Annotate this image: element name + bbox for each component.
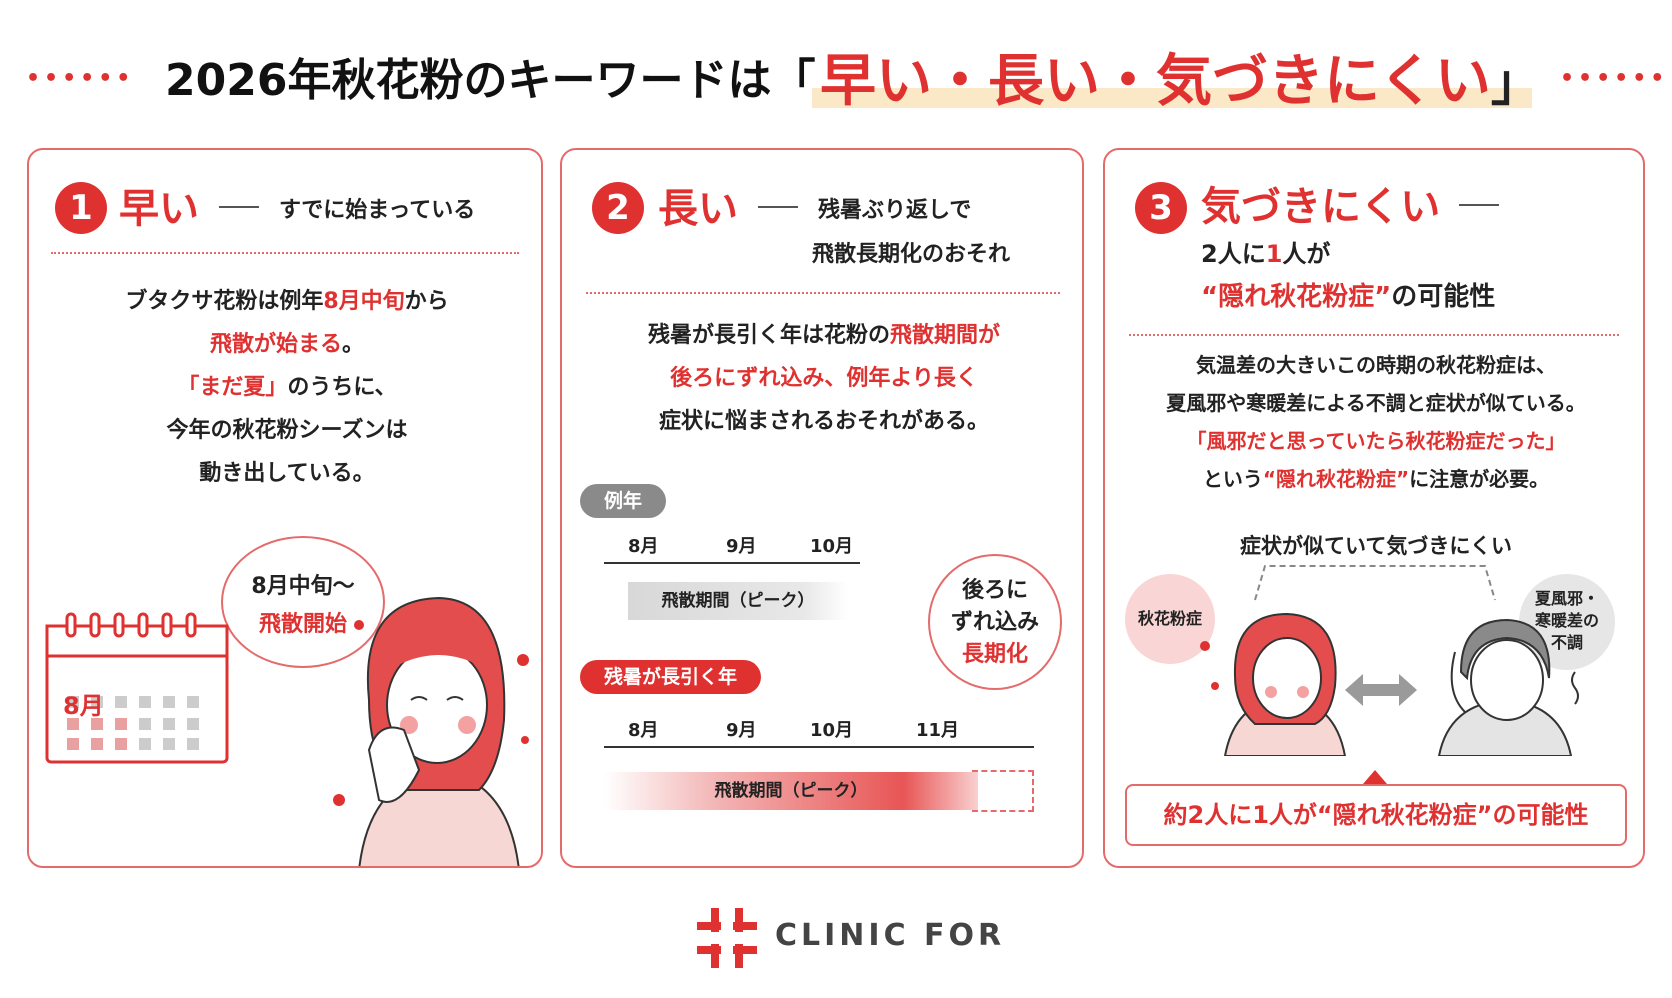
body-line: 「まだ夏」のうちに、: [177, 375, 397, 400]
title-keywords: 早い・長い・気づきにくい」: [820, 49, 1541, 114]
label-long-summer: 残暑が長引く年: [580, 660, 762, 694]
card-subtitle: “隠れ秋花粉症”の可能性: [1201, 282, 1496, 312]
title-dash: [1459, 204, 1499, 206]
bubble-line: 後ろに: [961, 578, 1028, 603]
circle-autumn-pollen: 秋花粉症: [1125, 574, 1215, 664]
body-line: ブタクサ花粉は例年8月中旬から: [125, 289, 449, 314]
tick-label: 10月: [810, 536, 854, 557]
circle-line: 不調: [1550, 633, 1583, 652]
card-hard-to-notice: 3 気づきにくい 2人に1人が “隠れ秋花粉症”の可能性 気温差の大きいこの時期…: [1103, 148, 1645, 868]
speech-bubble: 後ろに ずれ込み 長期化: [928, 554, 1062, 690]
card-body: ブタクサ花粉は例年8月中旬から 飛散が始まる。 「まだ夏」のうちに、 今年の秋花…: [29, 280, 541, 495]
calendar-month: 8月: [63, 692, 104, 720]
body-line: 残暑が長引く年は花粉の飛散期間が: [647, 323, 1001, 348]
card-body: 残暑が長引く年は花粉の飛散期間が 後ろにずれ込み、例年より長く 症状に悩まされる…: [562, 314, 1082, 443]
bubble-line: 長期化: [961, 642, 1028, 667]
bubble-line: 飛散開始: [258, 612, 347, 637]
body-line: 今年の秋花粉シーズンは: [166, 418, 408, 443]
tick-label: 11月: [916, 720, 960, 741]
extension-box: [972, 770, 1034, 812]
title-highlight: [812, 88, 1532, 108]
card-body: 気温差の大きいこの時期の秋花粉症は、 夏風邪や寒暖差による不調と症状が似ている。…: [1105, 346, 1643, 498]
card-title: 気づきにくい: [1201, 184, 1441, 230]
card-title: 早い: [119, 186, 199, 232]
right-dots-decoration: ••••••: [1560, 66, 1669, 91]
tick-label: 10月: [810, 720, 854, 741]
bubble-line: ずれ込み: [950, 610, 1039, 635]
card-subtitle: すでに始まっている: [279, 198, 476, 223]
tick-label: 9月: [726, 536, 757, 557]
card-subtitle: 飛散長期化のおそれ: [812, 242, 1011, 267]
card-number: 1: [55, 182, 107, 234]
speech-bubble: 8月中旬～ 飛散開始: [221, 536, 385, 668]
tick-label: 8月: [628, 720, 659, 741]
sneezing-woman-illustration: [333, 596, 529, 866]
woman-sneezing-illustration: [1200, 612, 1347, 756]
body-line: 症状に悩まされるおそれがある。: [658, 409, 989, 434]
callout-pointer: [1363, 770, 1387, 784]
card-long: 2 長い 残暑ぶり返しで 飛散長期化のおそれ 残暑が長引く年は花粉の飛散期間が …: [560, 148, 1084, 868]
brand-name: CLINIC FOR: [775, 918, 1006, 953]
calendar-icon: [45, 612, 229, 764]
period-bar-normal: 飛散期間（ピーク）: [628, 582, 848, 620]
period-bar-long: 飛散期間（ピーク）: [604, 772, 978, 810]
card-early: 1 早い すでに始まっている ブタクサ花粉は例年8月中旬から 飛散が始まる。 「…: [27, 148, 543, 868]
title-dash: [758, 206, 798, 208]
similar-label: 症状が似ていて気づきにくい: [1240, 534, 1512, 558]
title-dash: [219, 206, 259, 208]
circle-line: 夏風邪・: [1534, 589, 1599, 608]
timeline-axis: [604, 562, 860, 564]
card-subtitle: 2人に1人が: [1201, 240, 1331, 268]
body-line: 後ろにずれ込み、例年より長く: [670, 366, 978, 391]
circle-line: 寒暖差の: [1534, 611, 1599, 630]
circle-summer-cold: 夏風邪・ 寒暖差の 不調: [1519, 574, 1615, 670]
page-title: 2026年秋花粉のキーワードは「: [165, 55, 816, 106]
divider: [1129, 334, 1619, 336]
person-headache-illustration: [1437, 618, 1579, 756]
bracket-lines: [1254, 565, 1496, 601]
card-title: 長い: [658, 186, 738, 232]
divider: [586, 292, 1060, 294]
header: •••••• 2026年秋花粉のキーワードは「 早い・長い・気づきにくい」 ••…: [0, 30, 1672, 120]
card-subtitle: 残暑ぶり返しで: [818, 198, 972, 223]
tick-label: 9月: [726, 720, 757, 741]
body-line: 「風邪だと思っていたら秋花粉症だった」: [1186, 429, 1566, 453]
card-number: 3: [1135, 182, 1187, 234]
body-line: 動き出している。: [199, 461, 375, 486]
divider: [51, 252, 519, 254]
card-number: 2: [592, 182, 644, 234]
body-line: 飛散が始まる。: [209, 332, 365, 357]
clinic-for-logo-icon: [697, 908, 757, 968]
label-normal-year: 例年: [580, 484, 667, 518]
timeline-axis: [604, 746, 1034, 748]
callout-box: 約2人に1人が“隠れ秋花粉症”の可能性: [1125, 784, 1627, 846]
tick-label: 8月: [628, 536, 659, 557]
double-arrow-icon: [1345, 674, 1417, 706]
bubble-line: 8月中旬～: [251, 574, 355, 599]
body-line: 気温差の大きいこの時期の秋花粉症は、: [1196, 353, 1556, 377]
left-dots-decoration: ••••••: [26, 66, 135, 91]
body-line: 夏風邪や寒暖差による不調と症状が似ている。: [1166, 391, 1586, 415]
body-line: という“隠れ秋花粉症”に注意が必要。: [1202, 467, 1550, 491]
